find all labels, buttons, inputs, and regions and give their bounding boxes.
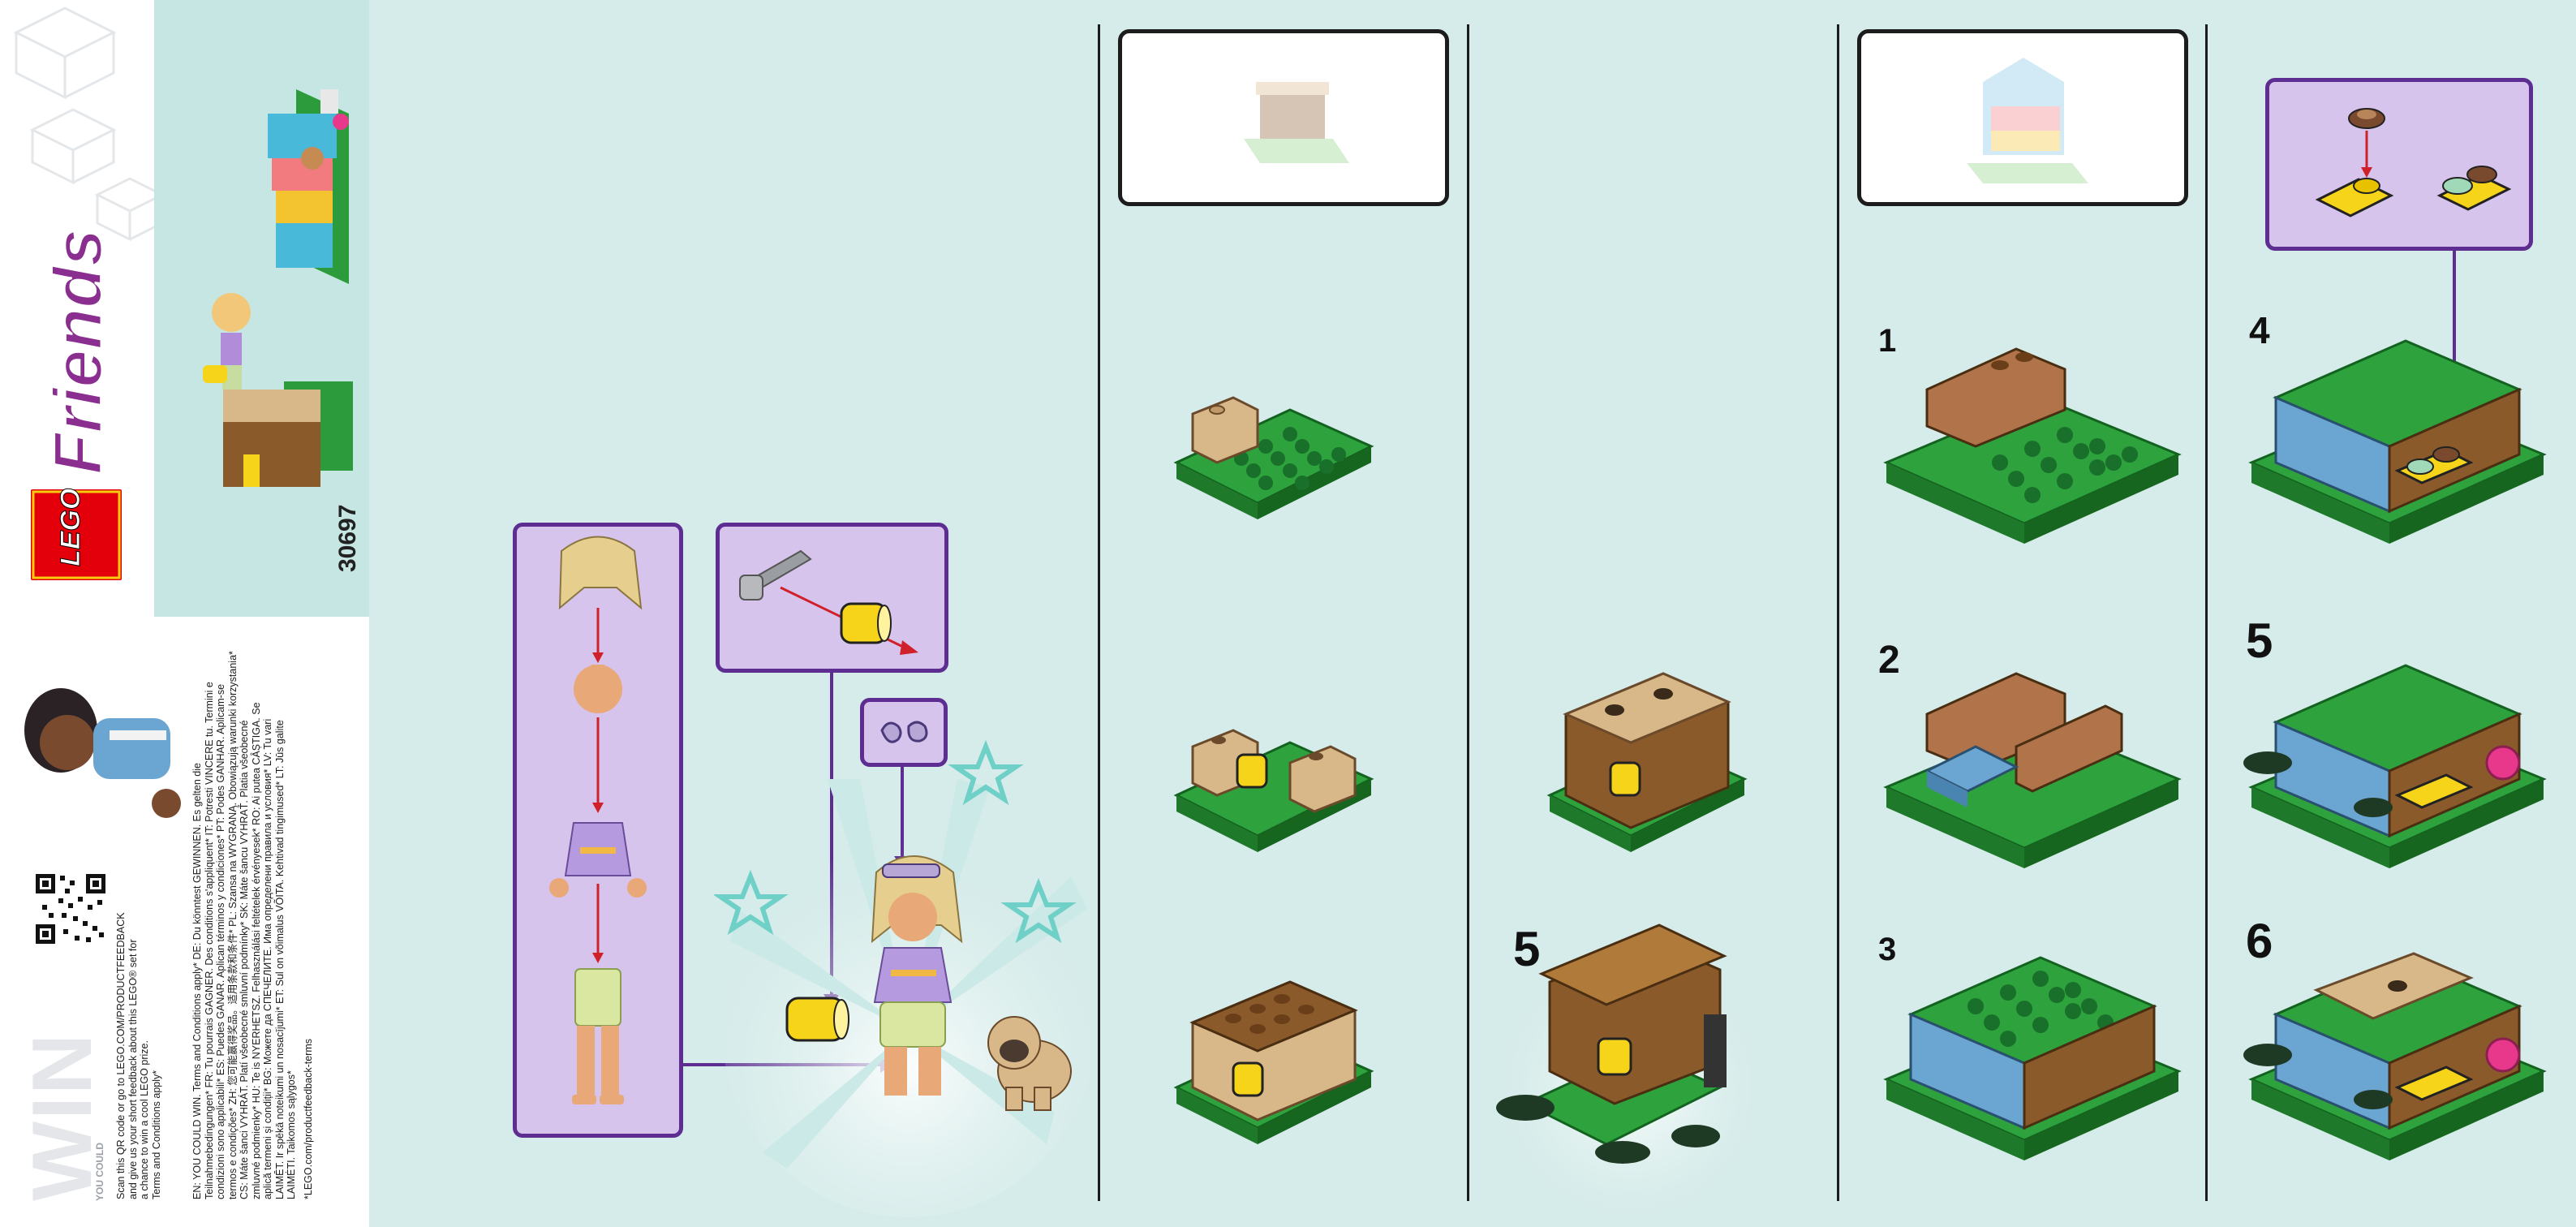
page-divider: [2205, 24, 2208, 1201]
doghouse-step-5: [2243, 664, 2547, 868]
legal-line: termos e condições* ZH: 您可能赢得奖品。适用条款和条件*…: [226, 651, 239, 1199]
legal-text: EN: YOU COULD WIN. Terms and Conditions …: [191, 631, 314, 1199]
legal-line: aplică termeni și condiții* BG: Можете д…: [262, 718, 273, 1199]
step-number-partial: 3: [1878, 932, 1897, 967]
product-image-panel: 30697 6548401: [154, 0, 369, 617]
step-number-5: 5: [2246, 614, 2273, 668]
character-illustration: [24, 688, 181, 818]
step-number-6: 6: [2246, 914, 2273, 968]
minifigure-parts-callout: [513, 523, 683, 1138]
bench-step-1: [1173, 396, 1374, 519]
doghouse-step-1: [1883, 347, 2182, 544]
set-number: 30697: [334, 504, 361, 572]
bench-preview: [1244, 82, 1349, 163]
product-image: [203, 89, 353, 487]
bench-step-4: [1546, 672, 1748, 852]
bench-preview-inset: [1118, 29, 1449, 206]
bench-step-3: [1173, 980, 1374, 1144]
feedback-line: and give us your short feedback about th…: [127, 939, 139, 1200]
friends-logo-text: Friends: [39, 227, 118, 476]
step-number-partial: 2: [1878, 639, 1900, 682]
accessory-parts: [739, 549, 918, 655]
sunglasses-callout: [860, 698, 948, 767]
bench-final: [1485, 923, 1777, 1217]
doghouse-preview: [1967, 58, 2088, 183]
doghouse-preview-inset: [1857, 29, 2188, 206]
step-number-partial: 5: [1513, 922, 1541, 976]
bowls-parts: [2315, 108, 2512, 217]
legal-line: *LEGO.com/productfeedback-terms: [302, 1039, 314, 1199]
lego-logo: LEGO: [31, 488, 122, 580]
info-flap: 30697 6548401 LEGO Friends: [0, 0, 369, 1227]
sunglasses-part: [880, 721, 928, 743]
friends-logo: Friends: [32, 219, 122, 479]
doghouse-step-3: [1883, 956, 2182, 1160]
step-number-4: 4: [2249, 309, 2270, 351]
page-divider: [1837, 24, 1839, 1201]
legal-line: EN: YOU COULD WIN. Terms and Conditions …: [191, 763, 203, 1199]
step-number-partial: 1: [1878, 323, 1897, 359]
lego-logo-text: LEGO: [55, 488, 87, 566]
page-divider: [1098, 24, 1100, 1201]
bench-step-2: [1173, 729, 1374, 852]
completed-minifigure-scene: [714, 739, 1095, 1217]
you-could-label: YOU COULD: [94, 1143, 105, 1201]
legal-line: LAIMĒT. Ir spēkā noteikumi un nosacījumi…: [273, 720, 286, 1199]
legal-line: Teilnahmebedingungen* FR: Tu pourrais GA…: [203, 682, 215, 1199]
legal-line: CS: Máte šanci VYHRÁT. Platí všeobecné s…: [239, 720, 250, 1199]
feedback-text: Scan this QR code or go to LEGO.COM/PROD…: [115, 912, 162, 1199]
page-divider: [1467, 24, 1469, 1201]
legal-line: LAIMĖTI. Taikomos sąlygos*: [286, 1070, 297, 1199]
doghouse-step-6: [2243, 952, 2547, 1160]
minifigure-parts: [549, 536, 647, 1104]
accessory-callout: [716, 523, 948, 673]
qr-code[interactable]: [34, 872, 107, 945]
doghouse-step-2: [1883, 672, 2182, 868]
bowls-callout: [2265, 78, 2533, 251]
feedback-line: Scan this QR code or go to LEGO.COM/PROD…: [115, 912, 127, 1199]
doghouse-step-4: [2248, 339, 2547, 544]
feedback-line: Terms and Conditions apply*: [150, 1070, 162, 1199]
legal-line: zmluvné podmienky* HU: Te is NYERHETSZ. …: [250, 702, 262, 1199]
legal-line: condizioni sono applicabili* ES: Puedes …: [215, 683, 226, 1199]
feedback-line: a chance to win a cool LEGO prize.: [139, 1040, 150, 1199]
